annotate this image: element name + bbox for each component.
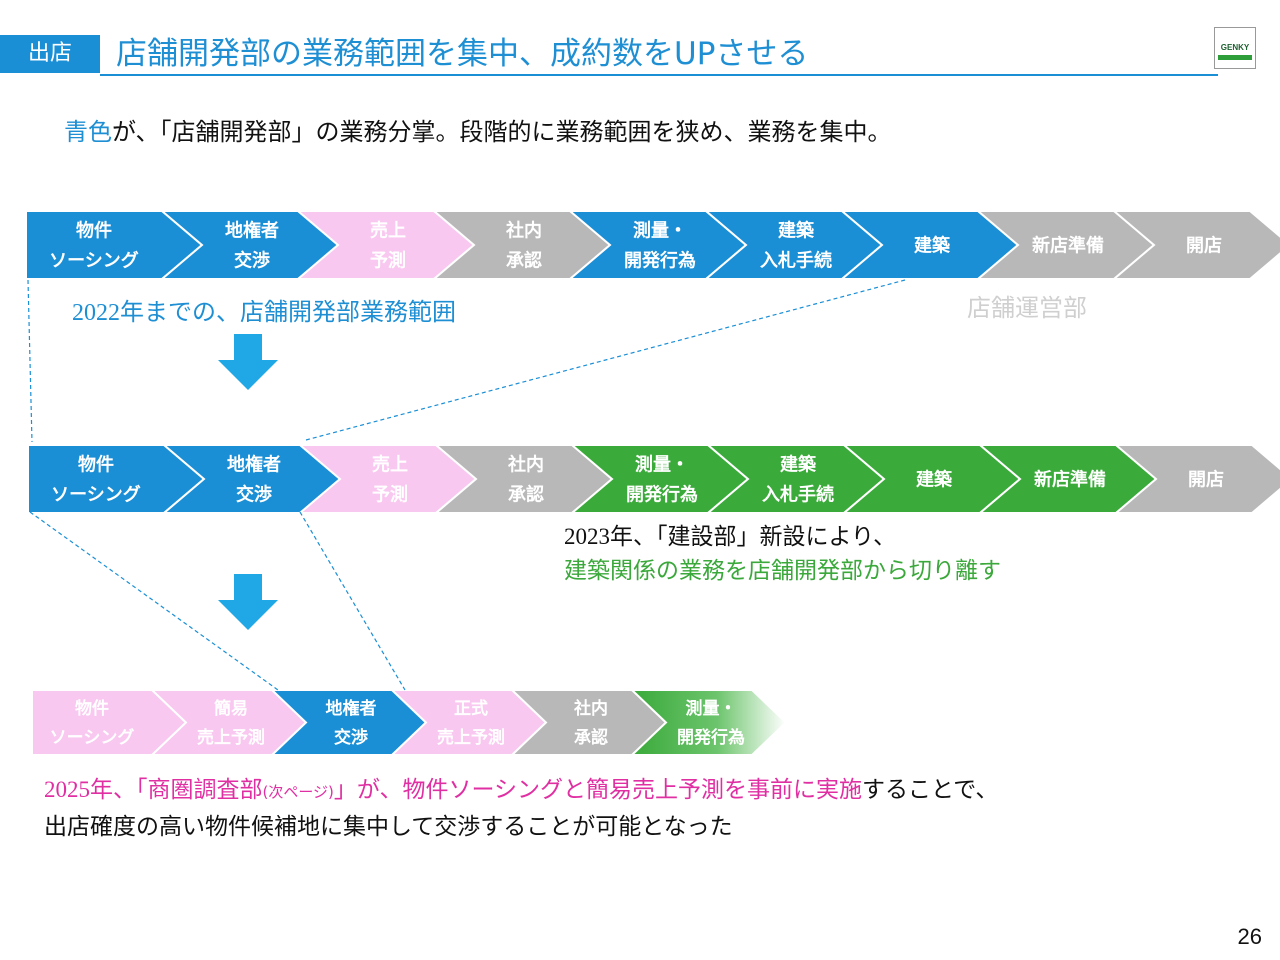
- row1-step-4-label-1: 社内: [506, 219, 542, 241]
- connector-lines: [27, 279, 906, 691]
- row2-caption-year: 2023: [564, 524, 610, 549]
- page-title: 店舗開発部の業務範囲を集中、成約数をUPさせる: [116, 36, 809, 72]
- row2-caption: 2023年、「建設部」新設により、 建築関係の業務を店舗開発部から切り離す: [564, 520, 1001, 588]
- row3-caption-line2: 出店確度の高い物件候補地に集中して交渉することが可能となった: [44, 814, 733, 840]
- row3-step-4-label-2: 売上予測: [437, 727, 505, 748]
- row3-step-6-label-2: 開発行為: [677, 727, 745, 748]
- row2-step-4-label-1: 社内: [508, 453, 544, 475]
- row2-caption-line1: 年、「建設部」新設により、: [610, 524, 897, 550]
- row1-flow: 物件ソーシング地権者交渉売上予測社内承認測量・開発行為建築入札手続建築新店準備開…: [25, 210, 1280, 280]
- row2-step-2-label-1: 地権者: [227, 453, 281, 475]
- row1-step-2-label-2: 交渉: [234, 249, 270, 271]
- row3-caption-a: 年、「商圏調査部: [90, 777, 263, 803]
- title-divider: [100, 74, 1218, 76]
- row2-step-2-label-2: 交渉: [236, 483, 272, 505]
- connector-line-right-2: [299, 511, 406, 691]
- row3-caption-c: することで、: [862, 777, 999, 803]
- row1-step-1-label-2: ソーシング: [49, 249, 139, 271]
- row1-step-9-label-1: 開店: [1186, 234, 1222, 256]
- row3-step-1-label-2: ソーシング: [50, 727, 135, 748]
- row2-step-1-label-1: 物件: [78, 453, 114, 475]
- store-operations-label: 店舗運営部: [967, 294, 1087, 322]
- section-badge: 出店: [0, 35, 100, 73]
- row3-step-3-label-2: 交渉: [334, 727, 368, 748]
- row1-step-3-label-1: 売上: [370, 219, 406, 241]
- row2-step-8-label-1: 新店準備: [1034, 468, 1106, 490]
- row3-caption: 2025年、「商圏調査部(次ページ)」が、物件ソーシングと簡易売上予測を事前に実…: [44, 772, 998, 845]
- row2-caption-line2: 建築関係の業務を店舗開発部から切り離す: [564, 558, 1001, 584]
- row3-step-6-label-1: 測量・: [686, 698, 737, 719]
- row3-step-6: [629, 689, 788, 756]
- row3-step-1-label-1: 物件: [75, 698, 109, 719]
- row2-step-6-label-2: 入札手続: [762, 483, 834, 505]
- connector-line-left-1: [27, 279, 33, 443]
- row1-caption-text: 年までの、店舗開発部業務範囲: [120, 298, 456, 326]
- row2-flow: 物件ソーシング地権者交渉売上予測社内承認測量・開発行為建築入札手続建築新店準備開…: [27, 444, 1280, 514]
- row3-step-5-label-1: 社内: [573, 698, 608, 719]
- row1-step-3-label-2: 予測: [370, 249, 406, 271]
- row2-step-1-label-2: ソーシング: [51, 483, 141, 505]
- row1-caption-year: 2022: [72, 300, 120, 326]
- company-logo: GENKY: [1214, 27, 1256, 69]
- row2-step-9: [1113, 444, 1280, 514]
- row2-step-9-label-1: 開店: [1188, 468, 1224, 490]
- subtitle-text: が、「店舗開発部」の業務分掌。段階的に業務範囲を狭め、業務を集中。: [112, 118, 892, 146]
- logo-text: GENKY: [1220, 43, 1250, 52]
- connector-line-left-2: [29, 511, 279, 691]
- connector-line-right-1: [305, 279, 906, 441]
- page-number: 26: [1237, 924, 1262, 949]
- row2-step-3-label-2: 予測: [372, 483, 408, 505]
- row2-step-3-label-1: 売上: [372, 453, 408, 475]
- row3-step-2-label-1: 簡易: [213, 698, 248, 719]
- row1-step-2-label-1: 地権者: [225, 219, 279, 241]
- row1-caption: 2022年までの、店舗開発部業務範囲: [72, 292, 456, 327]
- row2-step-5-label-2: 開発行為: [626, 483, 698, 505]
- row1-step-5-label-2: 開発行為: [624, 249, 696, 271]
- row2-step-4-label-2: 承認: [508, 483, 544, 505]
- row1-step-6-label-1: 建築: [778, 219, 815, 241]
- logo-bar: [1218, 55, 1252, 60]
- row3-step-4-label-1: 正式: [454, 698, 488, 719]
- row3-caption-small: (次ページ): [262, 783, 334, 801]
- row1-step-9: [1111, 210, 1280, 280]
- row1-step-1-label-1: 物件: [76, 219, 112, 241]
- row2-step-5-label-1: 測量・: [635, 453, 689, 475]
- row1-step-7-label-1: 建築: [914, 234, 951, 256]
- down-arrow-2: [218, 574, 278, 630]
- row2-step-6-label-1: 建築: [780, 453, 817, 475]
- row1-step-4-label-2: 承認: [506, 249, 542, 271]
- down-arrow-1: [218, 334, 278, 390]
- subtitle: 青色が、「店舗開発部」の業務分掌。段階的に業務範囲を狭め、業務を集中。: [64, 112, 892, 147]
- subtitle-highlight: 青色: [64, 118, 112, 146]
- row3-step-5-label-2: 承認: [574, 727, 608, 748]
- row3-caption-b: 」が、物件ソーシングと簡易売上予測を事前に実施: [333, 777, 862, 803]
- row1-step-6-label-2: 入札手続: [760, 249, 832, 271]
- row3-caption-year: 2025: [44, 777, 90, 802]
- row1-step-8-label-1: 新店準備: [1032, 234, 1104, 256]
- row1-step-5-label-1: 測量・: [633, 219, 687, 241]
- row3-step-2-label-2: 売上予測: [197, 727, 265, 748]
- row3-step-3-label-1: 地権者: [326, 698, 377, 719]
- row2-step-7-label-1: 建築: [916, 468, 953, 490]
